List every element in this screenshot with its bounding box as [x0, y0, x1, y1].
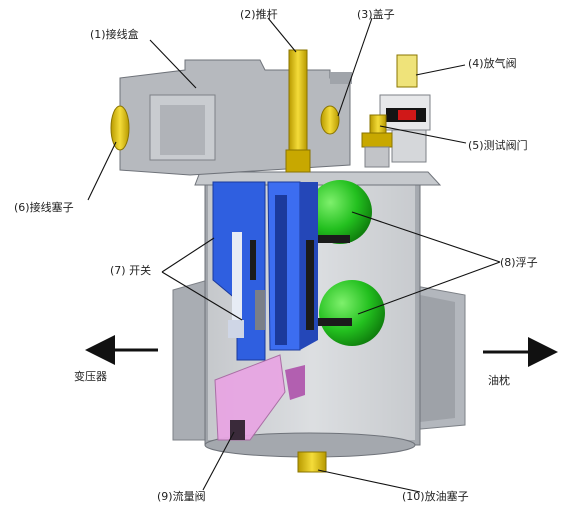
- label-vent-valve: (4)放气阀: [468, 57, 517, 70]
- label-test-valve: (5)测试阀门: [468, 139, 528, 152]
- terminal-box: [119, 59, 352, 176]
- vent-valve: [379, 54, 431, 163]
- drain-plug: [297, 451, 327, 473]
- side-flange-left: [172, 279, 209, 441]
- leader-lines: [87, 17, 501, 493]
- switch-assembly: [212, 181, 318, 361]
- label-cap: (3)盖子: [357, 8, 395, 21]
- test-valve: [361, 114, 393, 168]
- cap: [320, 105, 340, 135]
- label-float: (8)浮子: [500, 256, 538, 269]
- push-rod: [285, 49, 311, 173]
- label-flow-valve: (9)流量阀: [157, 490, 206, 503]
- label-terminal-box: (1)接线盒: [90, 28, 139, 41]
- flow-valve: [214, 354, 305, 441]
- label-flow-left: 变压器: [74, 370, 107, 383]
- label-drain-plug: (10)放油塞子: [402, 490, 469, 503]
- label-push-rod: (2)推杆: [240, 8, 278, 21]
- float-upper: [308, 180, 372, 244]
- float-arm-lower: [300, 318, 352, 326]
- label-flow-right: 油枕: [488, 374, 510, 387]
- float-arm-upper: [290, 235, 350, 243]
- label-switch: (7) 开关: [110, 264, 152, 277]
- terminal-plug: [110, 105, 130, 151]
- side-flange-right: [409, 284, 466, 431]
- label-terminal-plug: (6)接线塞子: [14, 201, 74, 214]
- float-lower: [319, 280, 385, 346]
